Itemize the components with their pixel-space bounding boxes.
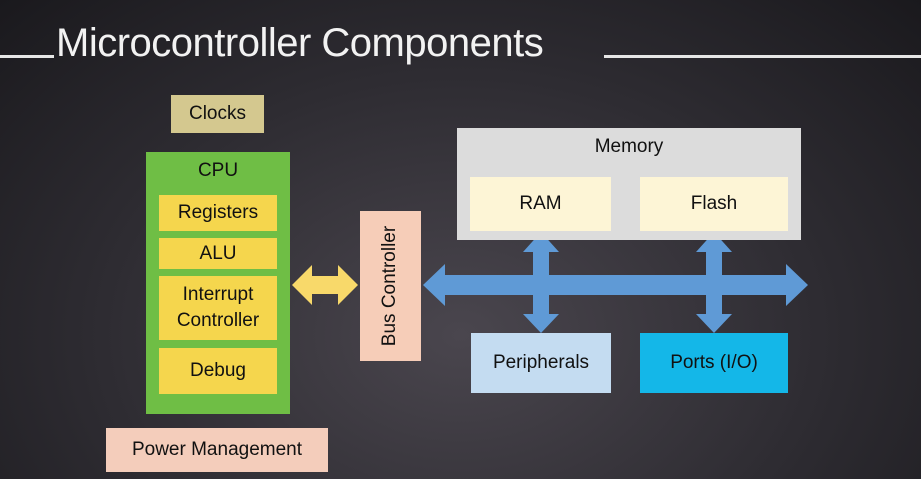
ram-block: RAM — [470, 177, 611, 231]
ram-bus-arrow — [523, 232, 559, 333]
cpu-bus-arrow — [292, 265, 358, 305]
peripherals-block: Peripherals — [471, 333, 611, 393]
ports-block: Ports (I/O) — [640, 333, 788, 393]
title-row: Microcontroller Components — [0, 18, 921, 68]
bus-controller-block: Bus Controller — [360, 211, 421, 361]
system-bus-arrow — [423, 264, 808, 306]
clocks-block: Clocks — [171, 95, 264, 133]
memory-title: Memory — [594, 136, 664, 157]
flash-block: Flash — [640, 177, 788, 231]
debug-block: Debug — [159, 348, 277, 394]
title-rule-left — [0, 55, 54, 58]
registers-block: Registers — [159, 195, 277, 231]
memory-block: Memory RAM Flash — [457, 128, 801, 240]
slide-title: Microcontroller Components — [56, 21, 544, 65]
bus-controller-label: Bus Controller — [379, 225, 401, 347]
title-rule-right — [604, 55, 921, 58]
flash-bus-arrow — [696, 232, 732, 333]
interrupt-controller-block: Interrupt Controller — [159, 276, 277, 340]
cpu-title: CPU — [197, 160, 239, 181]
alu-block: ALU — [159, 238, 277, 269]
cpu-block: CPU Registers ALU Interrupt Controller D… — [146, 152, 290, 414]
power-management-block: Power Management — [106, 428, 328, 472]
